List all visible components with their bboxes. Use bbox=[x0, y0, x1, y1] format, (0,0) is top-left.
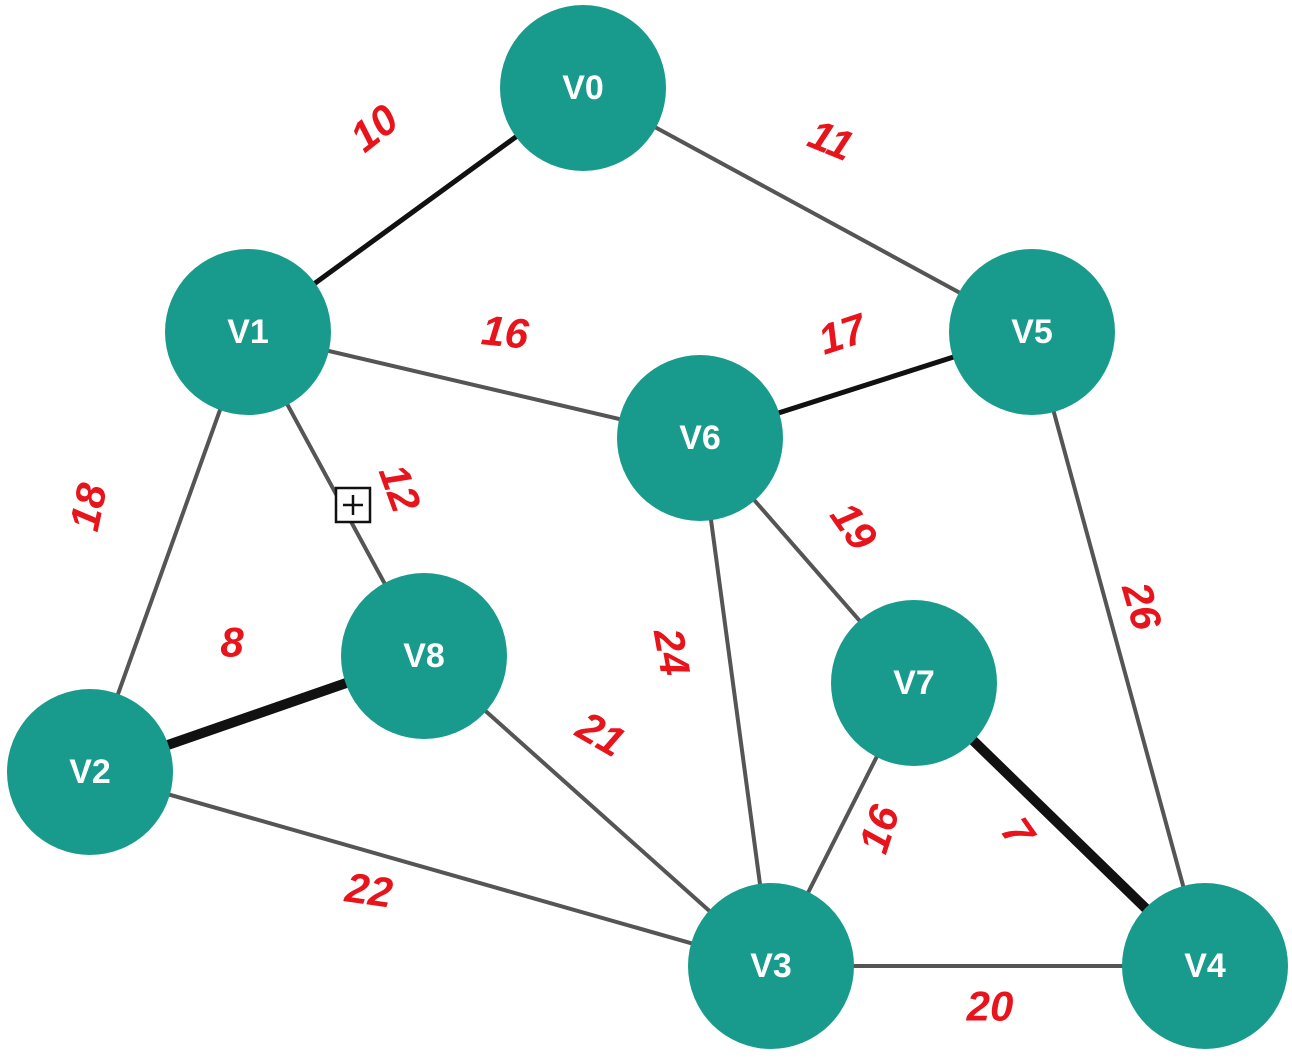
node-label: V1 bbox=[227, 313, 269, 351]
edge-weight-label: 7 bbox=[992, 809, 1045, 856]
edge-v2-v3 bbox=[88, 770, 773, 968]
node-label: V2 bbox=[69, 753, 111, 791]
edge-weight-label: 11 bbox=[802, 110, 860, 170]
edge-weight-label: 18 bbox=[60, 479, 116, 535]
edge-v6-v3 bbox=[698, 436, 773, 968]
node-v0[interactable]: V0 bbox=[500, 5, 666, 171]
expand-marker[interactable] bbox=[334, 486, 372, 524]
node-circle bbox=[341, 573, 507, 739]
node-v2[interactable]: V2 bbox=[7, 689, 173, 855]
node-circle bbox=[1122, 883, 1288, 1049]
node-circle bbox=[165, 249, 331, 415]
edge-v0-v5 bbox=[581, 86, 1034, 334]
plus-in-square-icon[interactable] bbox=[334, 486, 372, 524]
node-v8[interactable]: V8 bbox=[341, 573, 507, 739]
node-circle bbox=[949, 249, 1115, 415]
edge-weight-label: 21 bbox=[568, 701, 633, 766]
node-label: V0 bbox=[562, 69, 604, 107]
edges-layer bbox=[85, 85, 1210, 971]
edge-weight-label: 19 bbox=[821, 493, 887, 559]
node-v3[interactable]: V3 bbox=[688, 883, 854, 1049]
edge-weight-label: 12 bbox=[370, 458, 430, 518]
edge-weight-label: 8 bbox=[220, 619, 244, 666]
edge-weight-label: 16 bbox=[479, 306, 531, 358]
node-v6[interactable]: V6 bbox=[617, 355, 783, 521]
edge-weight-label: 17 bbox=[813, 304, 874, 364]
node-label: V6 bbox=[679, 419, 721, 457]
node-v4[interactable]: V4 bbox=[1122, 883, 1288, 1049]
edge-weight-label: 26 bbox=[1113, 576, 1172, 635]
edge-v5-v4 bbox=[1030, 330, 1207, 968]
node-label: V7 bbox=[893, 664, 935, 702]
node-circle bbox=[617, 355, 783, 521]
edge-weight-label: 16 bbox=[849, 799, 908, 859]
edge-weight-label: 10 bbox=[341, 95, 407, 161]
node-circle bbox=[7, 689, 173, 855]
node-label: V8 bbox=[403, 637, 445, 675]
node-v1[interactable]: V1 bbox=[165, 249, 331, 415]
node-circle bbox=[500, 5, 666, 171]
node-circle bbox=[831, 600, 997, 766]
node-v5[interactable]: V5 bbox=[949, 249, 1115, 415]
node-v7[interactable]: V7 bbox=[831, 600, 997, 766]
node-label: V4 bbox=[1184, 947, 1226, 985]
edge-weight-label: 24 bbox=[645, 624, 700, 679]
node-label: V5 bbox=[1011, 313, 1053, 351]
node-label: V3 bbox=[750, 947, 792, 985]
node-circle bbox=[688, 883, 854, 1049]
edge-weight-label: 20 bbox=[966, 983, 1014, 1030]
edge-weight-label: 22 bbox=[342, 863, 396, 916]
